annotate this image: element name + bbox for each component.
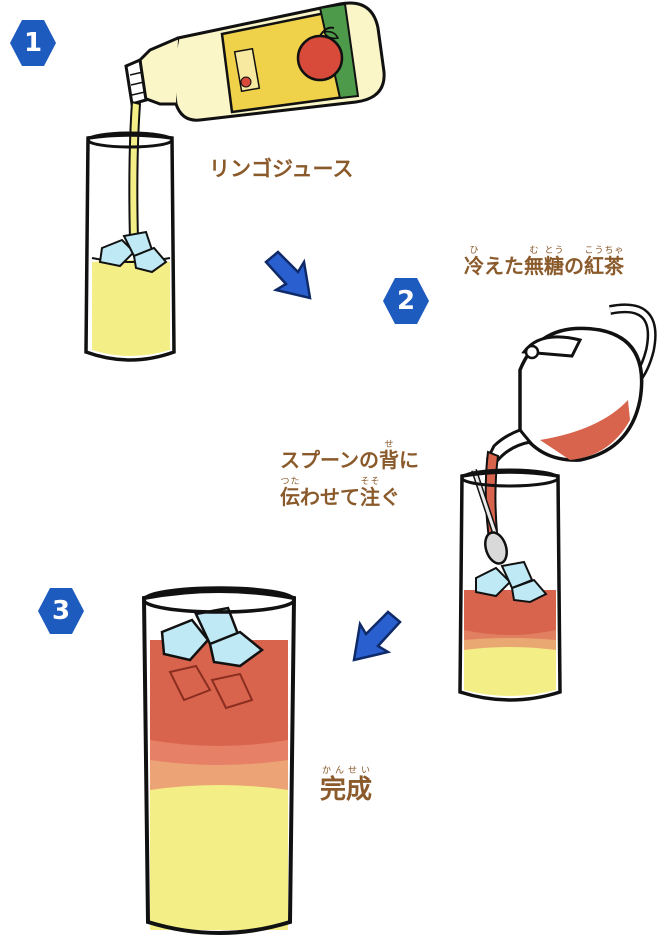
step-1-badge: 1: [8, 18, 58, 68]
step-1-number: 1: [23, 28, 43, 58]
step-3-number: 3: [51, 596, 71, 626]
teapot-icon: [485, 303, 657, 462]
step-3-badge: 3: [36, 586, 86, 636]
juice-bottle-icon: [124, 1, 386, 122]
juice-stream: [128, 100, 142, 241]
glass-finished-icon: [141, 586, 297, 935]
step-2-number: 2: [396, 286, 416, 316]
step-2-badge: 2: [381, 276, 431, 326]
glass-layered-tea-icon: [458, 468, 562, 702]
step-3-label: 完かん成せい: [320, 766, 373, 805]
arrow-down-left-icon: [352, 610, 402, 662]
step-2-instruction: スプーンの背せに 伝つたわせて注そそぐ: [280, 440, 419, 509]
arrow-down-right-icon: [264, 250, 312, 300]
glass-apple-juice-icon: [84, 131, 176, 362]
step-2-label: 冷ひえた無む糖とうの紅こう茶ちゃ: [464, 246, 624, 278]
step-1-label: リンゴジュース: [209, 157, 354, 181]
